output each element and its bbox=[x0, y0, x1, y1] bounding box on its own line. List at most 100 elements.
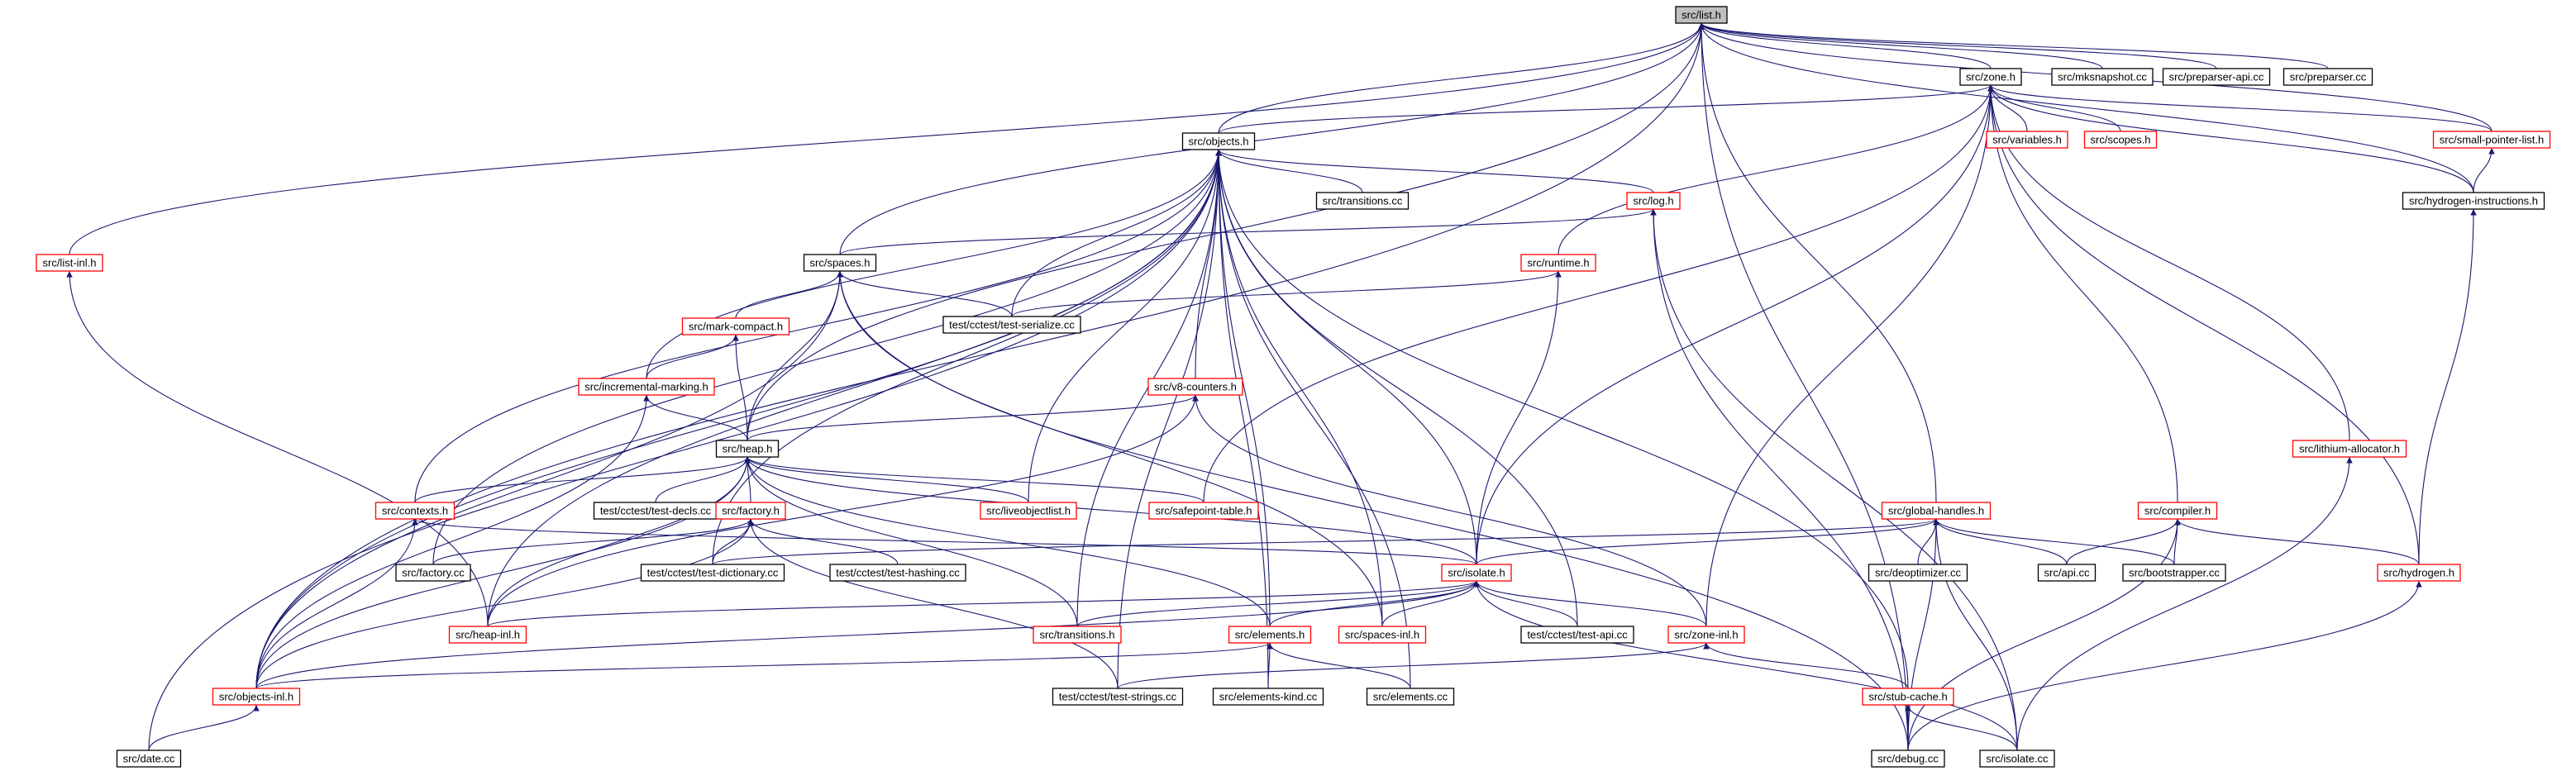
node-v8-counters[interactable]: src/v8-counters.h bbox=[1147, 378, 1243, 396]
node-objects-h[interactable]: src/objects.h bbox=[1181, 132, 1256, 150]
node-debug-cc[interactable]: src/debug.cc bbox=[1871, 750, 1945, 768]
node-box bbox=[2137, 502, 2218, 520]
node-lithium-allocator[interactable]: src/lithium-allocator.h bbox=[2292, 440, 2407, 458]
edge-isolate_h-to-global_handles bbox=[1476, 518, 1939, 565]
node-label: src/hydrogen.h bbox=[2383, 567, 2454, 579]
node-test-api[interactable]: test/cctest/test-api.cc bbox=[1520, 626, 1634, 644]
edge-line bbox=[1215, 149, 1363, 193]
edge-line bbox=[255, 22, 1705, 689]
node-elements-cc[interactable]: src/elements.cc bbox=[1366, 688, 1455, 706]
node-global-handles[interactable]: src/global-handles.h bbox=[1881, 502, 1992, 520]
node-preparser[interactable]: src/preparser.cc bbox=[2283, 68, 2373, 86]
edge-isolate_cc-to-global_handles bbox=[1933, 518, 2018, 751]
node-label: test/cctest/test-serialize.cc bbox=[949, 319, 1075, 331]
node-test-hashing[interactable]: test/cctest/test-hashing.cc bbox=[829, 564, 966, 582]
edge-lithium_allocator-to-zone_h bbox=[1987, 84, 2350, 441]
node-deoptimizer[interactable]: src/deoptimizer.cc bbox=[1868, 564, 1968, 582]
node-bootstrapper[interactable]: src/bootstrapper.cc bbox=[2122, 564, 2226, 582]
node-objects-inl[interactable]: src/objects-inl.h bbox=[212, 688, 301, 706]
node-box bbox=[2162, 68, 2271, 86]
node-label: src/api.cc bbox=[2044, 567, 2090, 579]
node-test-serialize[interactable]: test/cctest/test-serialize.cc bbox=[942, 316, 1081, 334]
node-transitions-h[interactable]: src/transitions.h bbox=[1033, 626, 1122, 644]
node-factory-cc[interactable]: src/factory.cc bbox=[395, 564, 471, 582]
node-elements-kind[interactable]: src/elements-kind.cc bbox=[1212, 688, 1324, 706]
node-zone-h[interactable]: src/zone.h bbox=[1959, 68, 2022, 86]
node-mark-compact[interactable]: src/mark-compact.h bbox=[681, 317, 790, 336]
node-label: src/elements.h bbox=[1235, 629, 1305, 641]
node-api-cc[interactable]: src/api.cc bbox=[2037, 564, 2097, 582]
edge-elements_cc-to-elements_h bbox=[1267, 642, 1411, 689]
edge-global_handles-to-list_h bbox=[1698, 22, 1937, 503]
node-preparser-api[interactable]: src/preparser-api.cc bbox=[2162, 68, 2271, 86]
node-label: src/zone-inl.h bbox=[1674, 629, 1738, 641]
edge-spaces_h-to-list_h bbox=[839, 22, 1705, 255]
edge-line bbox=[1011, 149, 1222, 317]
node-label: src/preparser.cc bbox=[2290, 71, 2367, 83]
edge-safepoint_table-to-heap_h bbox=[744, 456, 1205, 503]
edge-zone_inl-to-v8_counters bbox=[1192, 394, 1707, 627]
edge-line bbox=[1203, 84, 1994, 503]
edge-line bbox=[255, 456, 751, 689]
node-stub-cache[interactable]: src/stub-cache.h bbox=[1862, 688, 1954, 706]
node-test-strings[interactable]: test/cctest/test-strings.cc bbox=[1052, 688, 1184, 706]
node-label: src/stub-cache.h bbox=[1868, 691, 1947, 703]
node-test-dictionary[interactable]: test/cctest/test-dictionary.cc bbox=[640, 564, 785, 582]
node-mksnapshot[interactable]: src/mksnapshot.cc bbox=[2051, 68, 2154, 86]
edge-debug_cc-to-hydrogen_h bbox=[1907, 580, 2422, 751]
edge-hydrogen_h-to-zone_h bbox=[1987, 84, 2420, 565]
node-runtime-h[interactable]: src/runtime.h bbox=[1520, 254, 1596, 272]
node-factory-h[interactable]: src/factory.h bbox=[715, 502, 786, 520]
node-elements-h[interactable]: src/elements.h bbox=[1228, 626, 1312, 644]
node-box bbox=[1868, 564, 1968, 582]
edge-hydrogen_instructions-to-list_h bbox=[1698, 22, 2474, 193]
node-variables-h[interactable]: src/variables.h bbox=[1986, 131, 2068, 149]
edge-line bbox=[412, 518, 1477, 565]
node-heap-inl[interactable]: src/heap-inl.h bbox=[448, 626, 527, 644]
edge-objects_inl-to-contexts_h bbox=[255, 518, 418, 689]
node-liveobjectlist[interactable]: src/liveobjectlist.h bbox=[980, 502, 1077, 520]
edge-isolate_cc-to-isolate_h bbox=[1473, 580, 2018, 751]
edge-line bbox=[1650, 208, 2018, 751]
node-hydrogen-h[interactable]: src/hydrogen.h bbox=[2377, 564, 2461, 582]
node-safepoint-table[interactable]: src/safepoint-table.h bbox=[1148, 502, 1259, 520]
node-zone-inl[interactable]: src/zone-inl.h bbox=[1667, 626, 1745, 644]
node-label: src/heap-inl.h bbox=[456, 629, 520, 641]
node-small-pointer-list[interactable]: src/small-pointer-list.h bbox=[2432, 131, 2551, 149]
node-compiler-h[interactable]: src/compiler.h bbox=[2137, 502, 2218, 520]
node-spaces-inl[interactable]: src/spaces-inl.h bbox=[1338, 626, 1427, 644]
node-heap-h[interactable]: src/heap.h bbox=[715, 440, 780, 458]
edge-line bbox=[1215, 149, 1383, 627]
edge-debug_cc-to-list_h bbox=[1698, 22, 1909, 751]
node-label: src/bootstrapper.cc bbox=[2129, 567, 2220, 579]
node-label: src/small-pointer-list.h bbox=[2440, 134, 2544, 146]
edge-date_cc-to-objects_inl bbox=[148, 704, 260, 751]
node-spaces-h[interactable]: src/spaces.h bbox=[803, 254, 877, 272]
node-box bbox=[2037, 564, 2097, 582]
node-box bbox=[2083, 131, 2158, 149]
node-scopes-h[interactable]: src/scopes.h bbox=[2083, 131, 2158, 149]
edge-line bbox=[2174, 518, 2420, 565]
edge-heap_h-to-spaces_h bbox=[747, 270, 843, 441]
node-box bbox=[1862, 688, 1954, 706]
node-transitions-cc[interactable]: src/transitions.cc bbox=[1315, 192, 1410, 210]
edge-objects_inl-to-isolate_h bbox=[255, 580, 1480, 689]
edge-line bbox=[1476, 270, 1562, 565]
node-label: test/cctest/test-dictionary.cc bbox=[647, 567, 779, 579]
edge-line bbox=[1218, 84, 1994, 134]
node-hydrogen-instructions[interactable]: src/hydrogen-instructions.h bbox=[2402, 192, 2545, 210]
node-list-inl[interactable]: src/list-inl.h bbox=[36, 254, 103, 272]
node-date-cc[interactable]: src/date.cc bbox=[116, 750, 182, 768]
node-test-decls[interactable]: test/cctest/test-decls.cc bbox=[593, 502, 718, 520]
node-box bbox=[1228, 626, 1312, 644]
node-incremental-marking[interactable]: src/incremental-marking.h bbox=[578, 378, 715, 396]
node-isolate-cc[interactable]: src/isolate.cc bbox=[1979, 750, 2055, 768]
node-log-h[interactable]: src/log.h bbox=[1626, 192, 1681, 210]
node-label: src/transitions.h bbox=[1039, 629, 1114, 641]
edge-hydrogen_h-to-compiler_h bbox=[2174, 518, 2420, 565]
node-list-h[interactable]: src/list.h bbox=[1675, 6, 1728, 24]
edge-line bbox=[255, 580, 1480, 689]
node-isolate-h[interactable]: src/isolate.h bbox=[1441, 564, 1512, 582]
edge-heap_h-to-incremental_marking bbox=[643, 394, 748, 441]
node-contexts-h[interactable]: src/contexts.h bbox=[374, 502, 456, 520]
